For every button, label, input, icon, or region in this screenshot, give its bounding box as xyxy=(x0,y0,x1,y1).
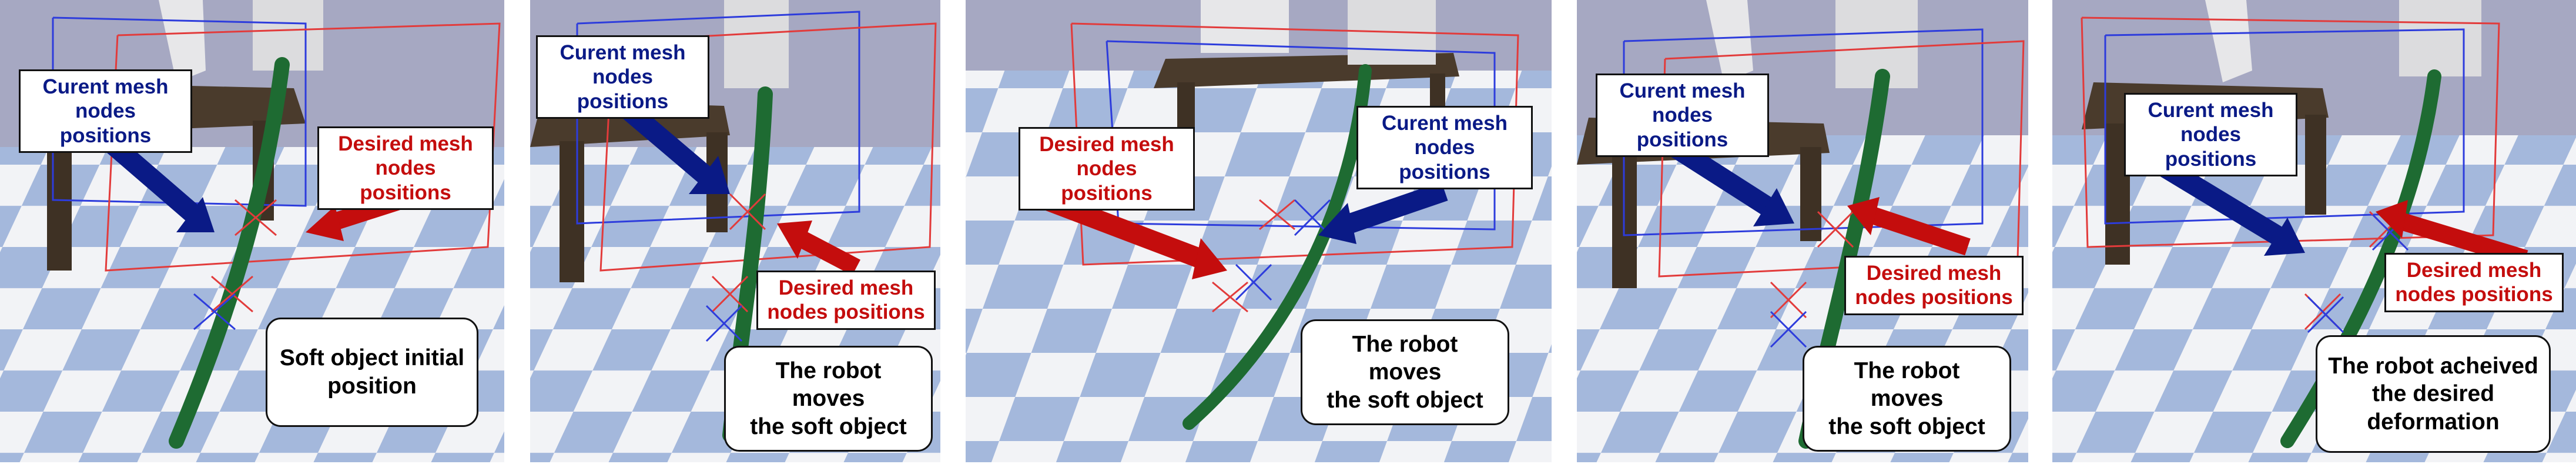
scene-panel-5: Curent mesh nodes positions Desired mesh… xyxy=(2052,0,2576,462)
step-caption: Soft object initial position xyxy=(266,318,478,427)
current-nodes-label: Curent mesh nodes positions xyxy=(1596,74,1769,157)
current-nodes-label: Curent mesh nodes positions xyxy=(536,35,709,119)
step-caption: The robot moves the soft object xyxy=(1803,346,2011,452)
current-arrow xyxy=(1318,181,1448,244)
desired-arrow xyxy=(2376,200,2528,268)
desired-nodes-label: Desired mesh nodes positions xyxy=(317,126,494,210)
current-nodes-label: Curent mesh nodes positions xyxy=(2124,93,2297,176)
desired-arrow xyxy=(777,221,860,276)
current-nodes-label: Curent mesh nodes positions xyxy=(19,69,192,153)
scene-panel-2: Curent mesh nodes positions Desired mesh… xyxy=(530,0,940,462)
current-arrow xyxy=(102,133,215,232)
current-nodes-label: Curent mesh nodes positions xyxy=(1356,106,1533,189)
desired-nodes-label: Desired mesh nodes positions xyxy=(1844,256,2024,315)
desired-nodes-label: Desired mesh nodes positions xyxy=(2384,253,2564,312)
desired-nodes-label: Desired mesh nodes positions xyxy=(756,271,936,330)
desired-nodes-label: Desired mesh nodes positions xyxy=(1019,127,1195,211)
scene-panel-4: Curent mesh nodes positions Desired mesh… xyxy=(1577,0,2028,462)
step-caption: The robot acheived the desired deformati… xyxy=(2316,335,2551,453)
scene-panel-1: Curent mesh nodes positions Desired mesh… xyxy=(0,0,504,462)
desired-arrow xyxy=(1847,197,1971,256)
step-caption: The robot moves the soft object xyxy=(724,346,933,452)
step-caption: The robot moves the soft object xyxy=(1301,319,1509,425)
scene-panel-3: Desired mesh nodes positions Curent mesh… xyxy=(966,0,1552,462)
